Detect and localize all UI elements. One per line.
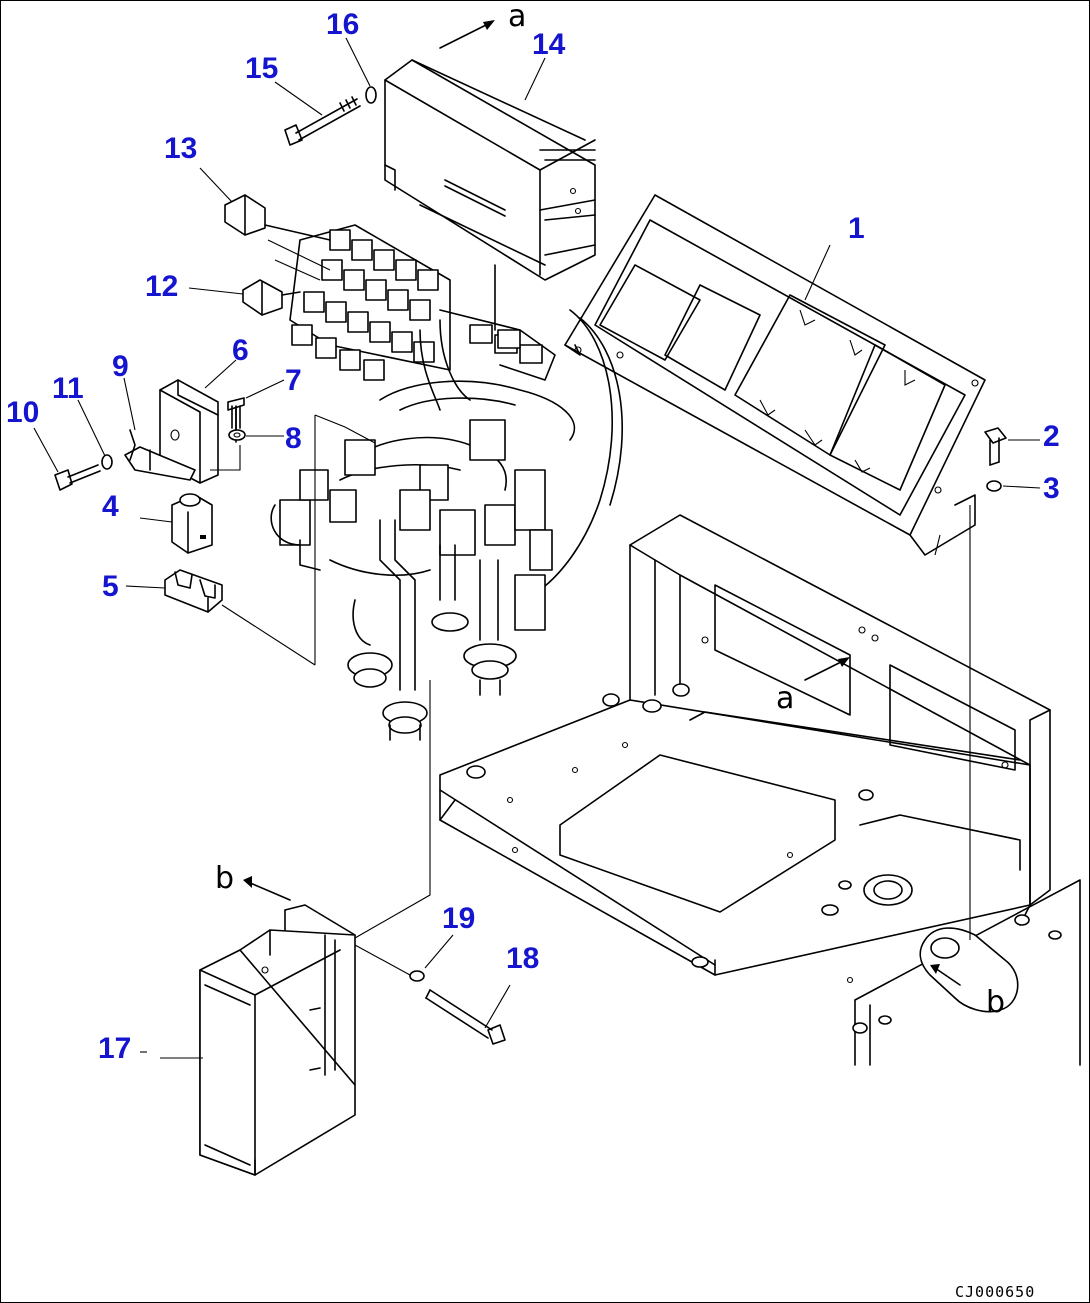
view-references: a a b b <box>215 0 1005 1020</box>
drawing-code: CJ000650 <box>955 1283 1035 1301</box>
bolt-15 <box>284 96 361 146</box>
washer-8 <box>228 429 246 441</box>
bolt-2 <box>984 427 1007 466</box>
callout-4: 4 <box>102 490 119 523</box>
relay-row-upper <box>291 229 439 381</box>
callout-2: 2 <box>1043 420 1060 453</box>
bolt-18 <box>425 989 506 1045</box>
leader-lines <box>33 37 1041 1059</box>
washer-16 <box>365 86 377 104</box>
callout-18: 18 <box>506 942 539 975</box>
socket-5 <box>164 569 223 613</box>
callout-3: 3 <box>1043 472 1060 505</box>
clamp-9 <box>124 429 196 481</box>
callout-17: 17 <box>98 1032 131 1065</box>
floor-plate <box>439 699 1081 1066</box>
view-ref-b-box: b <box>215 861 234 896</box>
callout-9: 9 <box>112 350 129 383</box>
callout-6: 6 <box>232 334 249 367</box>
relay-13 <box>224 194 331 241</box>
callout-12: 12 <box>145 270 178 303</box>
view-ref-a-top: a <box>508 0 526 34</box>
grommet-b <box>919 927 1019 1013</box>
callout-labels: 1 2 3 4 5 6 7 8 9 10 11 12 13 14 15 16 1… <box>6 8 1060 1065</box>
relay-12 <box>242 279 301 316</box>
controller-box-lower <box>199 904 356 1176</box>
view-ref-a-frame: a <box>776 681 794 716</box>
callout-7: 7 <box>285 364 302 397</box>
callout-14: 14 <box>532 28 566 61</box>
washer-11 <box>101 454 113 470</box>
callout-10: 10 <box>6 396 39 429</box>
wiring-harness <box>270 224 624 741</box>
washer-19 <box>409 970 425 982</box>
callout-13: 13 <box>164 132 197 165</box>
relay-4 <box>171 493 213 554</box>
view-ref-b-grommet: b <box>986 985 1005 1020</box>
controller-box-upper <box>384 59 596 331</box>
bolt-7 <box>227 397 245 431</box>
callout-11: 11 <box>52 372 84 405</box>
callout-8: 8 <box>285 422 302 455</box>
cover-panel <box>564 194 986 556</box>
callout-19: 19 <box>442 902 475 935</box>
bolt-10 <box>54 464 101 491</box>
callout-15: 15 <box>245 52 278 85</box>
view-arrows <box>243 20 961 986</box>
washer-3 <box>986 480 1002 492</box>
callout-1: 1 <box>848 212 865 245</box>
callout-5: 5 <box>102 570 119 603</box>
mounting-frame <box>602 514 1051 926</box>
callout-16: 16 <box>326 8 359 41</box>
